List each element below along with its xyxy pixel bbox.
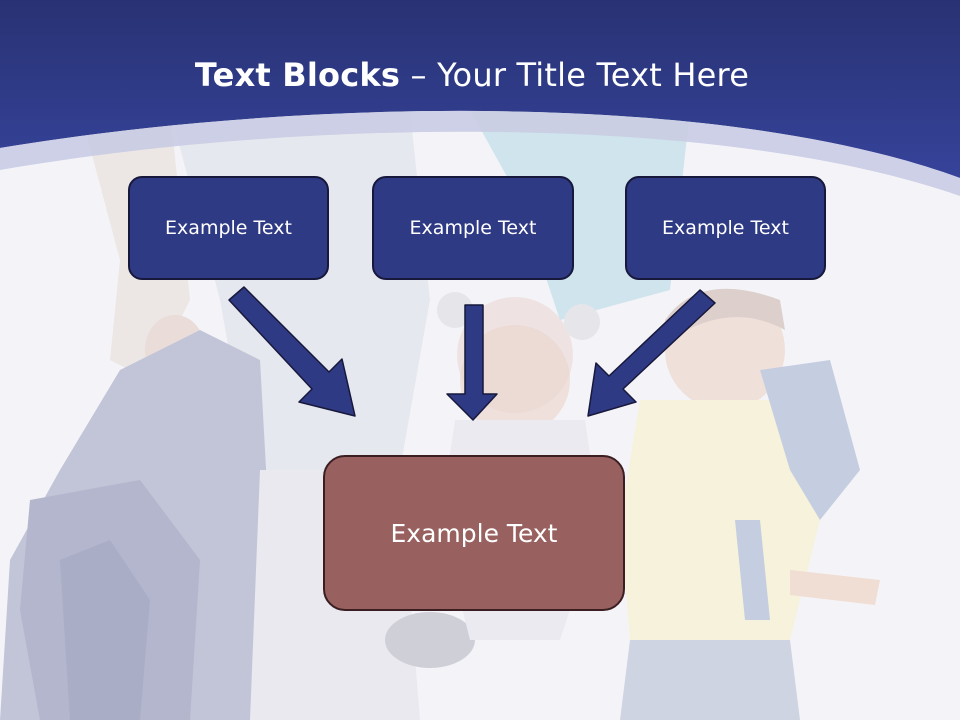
text-block-left[interactable]: Example Text bbox=[128, 176, 329, 280]
arrow-left-diagonal bbox=[228, 286, 356, 417]
arrow-center-down bbox=[446, 304, 498, 421]
text-block-right-label: Example Text bbox=[662, 217, 789, 239]
main-text-block-label: Example Text bbox=[390, 518, 558, 548]
main-text-block[interactable]: Example Text bbox=[323, 455, 625, 611]
text-block-left-label: Example Text bbox=[165, 217, 292, 239]
header-band bbox=[0, 0, 960, 196]
arrow-right-diagonal bbox=[587, 289, 716, 417]
text-block-center-label: Example Text bbox=[409, 217, 537, 239]
title-separator: – bbox=[400, 56, 438, 94]
text-block-center[interactable]: Example Text bbox=[372, 176, 574, 280]
title-regular-text: Your Title Text Here bbox=[437, 56, 750, 94]
slide-title: Text Blocks – Your Title Text Here bbox=[0, 52, 944, 98]
text-block-right[interactable]: Example Text bbox=[625, 176, 826, 280]
title-bold-text: Text Blocks bbox=[194, 56, 401, 94]
